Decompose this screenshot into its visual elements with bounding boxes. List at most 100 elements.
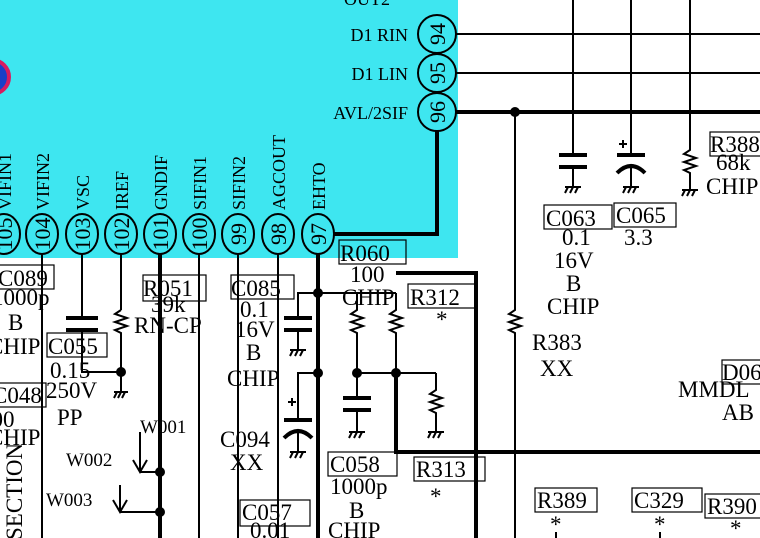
c063-box	[543, 204, 613, 230]
ic-pin-98-number: 98	[266, 223, 291, 245]
ic-pin-95-number: 95	[425, 62, 450, 84]
r313-box	[413, 456, 486, 482]
ic-pin-100: 100 SIFIN1	[182, 156, 216, 255]
c055-box	[46, 332, 108, 358]
r389-ref: R389	[537, 488, 587, 513]
c094-value: XX	[230, 450, 264, 475]
r383-symbol	[505, 112, 525, 538]
c063-symbol	[559, 0, 587, 194]
r383-ref: R383	[532, 330, 582, 355]
ic-pin-104-label: VIFIN2	[33, 153, 53, 210]
r313-ref: R313	[416, 457, 466, 482]
c055-type: PP	[57, 405, 83, 430]
c085-rating: 16V	[235, 317, 275, 342]
ic-pin-105: 105 VIFIN1	[0, 153, 21, 255]
ic-pin-105-label: VIFIN1	[0, 153, 15, 210]
c329-box	[631, 487, 703, 513]
r383-value: XX	[540, 356, 574, 381]
c063-rating: 16V	[554, 248, 594, 273]
c063-type: B	[566, 271, 581, 296]
ic-pin-98-label: AGCOUT	[269, 135, 289, 210]
c085-box	[230, 274, 295, 300]
r060-box	[338, 239, 407, 265]
d06-box	[721, 359, 760, 385]
c055-ref: C055	[48, 334, 98, 359]
r388-box	[709, 131, 760, 157]
c048-box	[0, 382, 47, 408]
ic-pin-103-number: 103	[70, 218, 95, 251]
c048-ref: C048	[0, 383, 42, 408]
r060-pkg: CHIP	[342, 285, 394, 310]
c058-type: B	[349, 498, 364, 523]
c094-symbol	[282, 368, 323, 459]
ic-pin-101-label: GNDIF	[151, 155, 171, 210]
r051-box	[142, 274, 207, 302]
ic-pin-104-number: 104	[30, 218, 55, 251]
c089-box	[0, 264, 55, 290]
ic-pin-99-label: SIFIN2	[229, 156, 249, 210]
ic-pin-100-number: 100	[187, 218, 212, 251]
c085-value: 0.1	[240, 297, 269, 322]
ic-pin-95: 95 D1 LIN	[352, 53, 760, 93]
c048-pkg: CHIP	[0, 425, 40, 450]
ic-pin-103-label: VSC	[73, 175, 93, 210]
r060-value: 100	[350, 262, 385, 287]
ic-top-partial-label: OUT2	[344, 0, 390, 9]
r388-value: 68k	[716, 150, 751, 175]
c085-symbol	[284, 288, 323, 357]
c057-box	[239, 499, 311, 527]
ic-pin-96-number: 96	[425, 101, 450, 123]
c058-value: 1000p	[330, 474, 388, 499]
r051-ref: R051	[143, 276, 193, 301]
section-label: SECTION	[2, 443, 27, 538]
c089-pkg: CHIP	[0, 334, 40, 359]
ic-pin-101-number: 101	[148, 218, 173, 251]
wire-w001-label: W001	[140, 417, 186, 438]
ic-pin-96-label: AVL/2SIF	[333, 103, 408, 123]
r313-value: *	[430, 484, 442, 509]
ic-pin-98: 98 AGCOUT	[261, 135, 295, 255]
r389-box	[534, 487, 598, 513]
c057-ref: C057	[242, 500, 292, 525]
ic-pin-101: 101 GNDIF	[143, 155, 177, 255]
c063-pkg: CHIP	[547, 294, 599, 319]
ic-pin-100-label: SIFIN1	[190, 156, 210, 210]
c048-value: 100	[0, 407, 15, 432]
ic-pin-97-number: 97	[306, 223, 331, 245]
ic-pin-94: 94 D1 RIN	[351, 14, 760, 54]
ic-pin-95-label: D1 LIN	[352, 64, 409, 84]
c063-ref: C063	[546, 206, 596, 231]
c063-value: 0.1	[562, 225, 591, 250]
c329-ref: C329	[634, 488, 684, 513]
c094-ref: C094	[220, 427, 270, 452]
avl-wire	[334, 131, 439, 236]
r390-ref: R390	[707, 494, 757, 519]
r389-value: *	[550, 512, 562, 537]
wire-w002-label: W002	[66, 450, 112, 471]
ic-pin-94-label: D1 RIN	[351, 25, 409, 45]
ic-pin-99-number: 99	[226, 223, 251, 245]
ic-pin-94-number: 94	[425, 23, 450, 45]
c055-value: 0.15	[50, 358, 90, 383]
wire-markers	[112, 432, 165, 517]
d06-suffix: AB	[722, 400, 754, 425]
c058-ref: C058	[330, 452, 380, 477]
c055-rating: 250V	[46, 378, 98, 403]
c065-symbol	[615, 0, 647, 194]
ic-pin-102-number: 102	[109, 218, 134, 251]
ic-pin-104: 104 VIFIN2	[25, 153, 59, 255]
r051-pkg: RN-CP	[134, 313, 202, 338]
r051-value: 39k	[151, 292, 186, 317]
c057-value: 0.01	[250, 518, 290, 538]
r312-ref: R312	[410, 285, 460, 310]
c065-ref: C065	[616, 203, 666, 228]
r390-box	[704, 493, 760, 519]
ic-corner-mark	[0, 59, 11, 95]
c089-type: B	[8, 310, 23, 335]
c085-type: B	[246, 340, 261, 365]
r388-pkg: CHIP	[706, 174, 758, 199]
r060-ref: R060	[340, 241, 390, 266]
wire-w003-label: W003	[46, 490, 92, 511]
